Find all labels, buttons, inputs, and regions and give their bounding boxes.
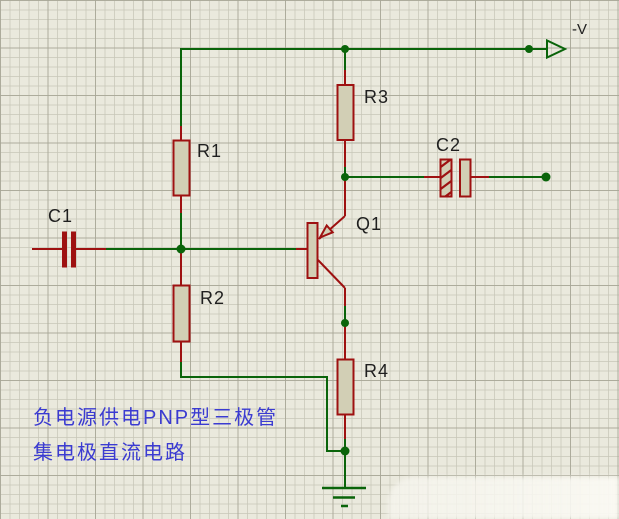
junction-dot	[340, 446, 350, 456]
capacitor-c1[interactable]	[62, 231, 76, 268]
wire-net[interactable]	[106, 48, 547, 488]
c1-plate-left[interactable]	[62, 231, 67, 268]
label-c2[interactable]: C2	[436, 135, 462, 155]
power-terminal[interactable]	[546, 38, 568, 60]
label-c1[interactable]: C1	[48, 206, 74, 226]
c2-plate-hatched[interactable]	[439, 158, 453, 198]
label-r3[interactable]: R3	[364, 87, 390, 107]
resistor-r3[interactable]	[336, 84, 355, 141]
label-r2[interactable]: R2	[200, 288, 226, 308]
power-terminal-arrow-icon[interactable]	[546, 38, 568, 60]
resistor-r2[interactable]	[172, 284, 191, 343]
caption-line-1[interactable]: 负电源供电PNP型三极管	[33, 407, 279, 429]
resistor-r1-body[interactable]	[172, 139, 191, 197]
resistor-r1[interactable]	[172, 139, 191, 197]
junction-dot	[541, 172, 551, 182]
resistor-r2-body[interactable]	[172, 284, 191, 343]
label-q1[interactable]: Q1	[356, 214, 383, 234]
transistor-q1[interactable]	[306, 222, 335, 279]
label-r1[interactable]: R1	[197, 141, 223, 161]
c2-plate-solid[interactable]	[459, 158, 472, 198]
label-power-v[interactable]: -V	[572, 21, 587, 38]
junction-dot	[176, 244, 186, 254]
q1-base-bar[interactable]	[306, 222, 319, 279]
junction-dot	[525, 45, 533, 53]
c1-plate-right[interactable]	[71, 231, 76, 268]
capacitor-c2[interactable]	[438, 157, 472, 202]
junction-dots	[176, 45, 551, 456]
junction-dot	[341, 173, 349, 181]
c2-hatch-stripes	[441, 160, 451, 196]
resistor-r3-body[interactable]	[336, 84, 355, 141]
junction-dot	[341, 45, 349, 53]
q1-emitter-arrow-icon[interactable]	[317, 223, 335, 240]
resistor-r4-body[interactable]	[336, 358, 355, 416]
resistor-r4[interactable]	[336, 358, 355, 416]
junction-dot	[341, 319, 349, 327]
label-r4[interactable]: R4	[364, 361, 390, 381]
component-pins	[32, 70, 489, 439]
ground-symbol[interactable]	[322, 486, 366, 508]
watermark-blur-patch	[388, 477, 619, 519]
caption-line-2[interactable]: 集电极直流电路	[33, 442, 187, 464]
